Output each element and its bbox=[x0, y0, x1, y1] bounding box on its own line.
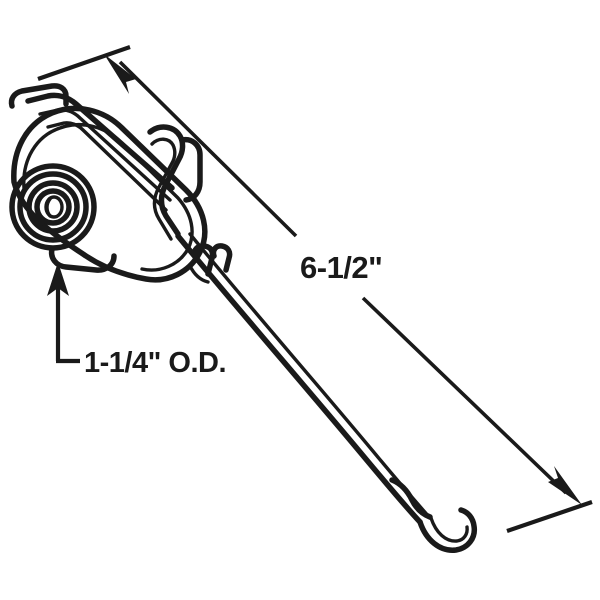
roller-ring-second bbox=[17, 171, 89, 243]
dimension-overall-length: 6-1/2" bbox=[37, 45, 593, 533]
witness-line-upper bbox=[37, 45, 131, 81]
roller-ring-hub bbox=[34, 188, 72, 226]
arrow-head-lower bbox=[548, 466, 582, 505]
rod-upper-hook bbox=[179, 136, 203, 203]
rod-lower-arm-outer bbox=[175, 233, 423, 525]
arrow-head-roller-od bbox=[47, 262, 69, 296]
dimension-label-overall-length: 6-1/2" bbox=[300, 250, 382, 285]
arrow-head-upper bbox=[104, 54, 136, 94]
tension-rod bbox=[147, 124, 433, 525]
rod-s-kink bbox=[389, 477, 433, 520]
dimension-roller-od: 1-1/4" O.D. bbox=[47, 262, 227, 379]
frame-rail-third bbox=[46, 121, 168, 212]
saddle-clip-band bbox=[188, 264, 210, 284]
roller-ring-third bbox=[26, 180, 80, 234]
dimension-line-lower-segment bbox=[361, 296, 568, 495]
roller-wheel bbox=[9, 163, 97, 251]
roller-ring-outer bbox=[9, 163, 97, 251]
witness-line-lower bbox=[506, 500, 593, 533]
saddle-clip-right-tab bbox=[210, 243, 233, 273]
housing-foot-pad bbox=[48, 246, 117, 273]
hook-tip-inner bbox=[429, 516, 469, 543]
housing-bracket bbox=[8, 83, 208, 283]
frame-rail-outer bbox=[25, 92, 175, 191]
dimension-line-upper-segment bbox=[118, 60, 298, 238]
mounting-flange bbox=[8, 83, 69, 109]
hook-tip-outer bbox=[417, 507, 478, 553]
rod-upper-bend bbox=[147, 124, 186, 237]
saddle-clip bbox=[188, 243, 233, 284]
hook-tip bbox=[417, 507, 478, 553]
frame-rail-inner bbox=[38, 108, 172, 202]
roller-axle-notch bbox=[45, 197, 52, 218]
rod-upper-bend-inner bbox=[150, 137, 177, 241]
dimension-label-roller-od: 1-1/4" O.D. bbox=[84, 347, 226, 379]
